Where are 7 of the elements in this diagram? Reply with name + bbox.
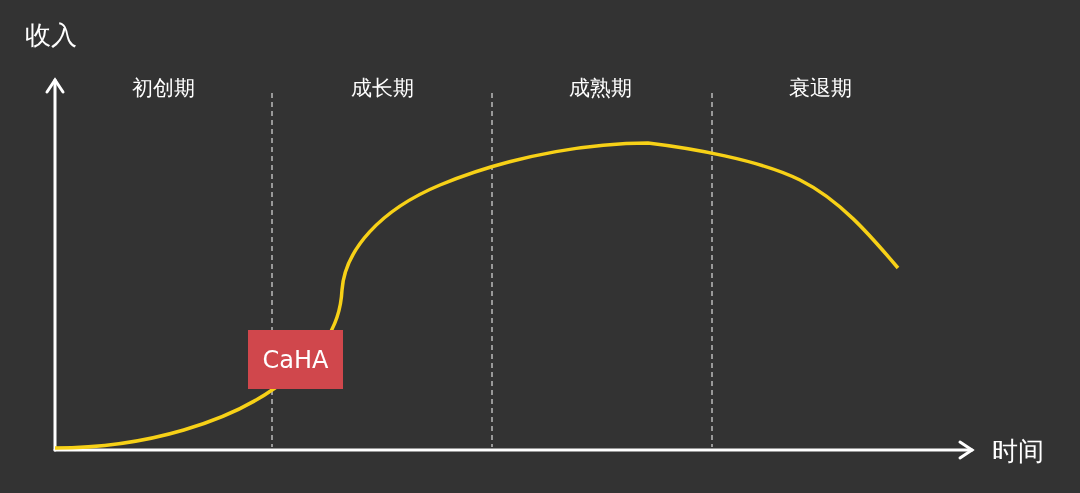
period-label: 初创期 [131, 78, 195, 99]
period-label: 成熟期 [568, 78, 632, 99]
axis-label: 时间 [992, 438, 1044, 464]
period-label: 衰退期 [788, 78, 852, 99]
stage-marker-box: CaHA [248, 330, 343, 389]
axis-label: 收入 [25, 22, 77, 48]
period-label: 成长期 [350, 78, 414, 99]
